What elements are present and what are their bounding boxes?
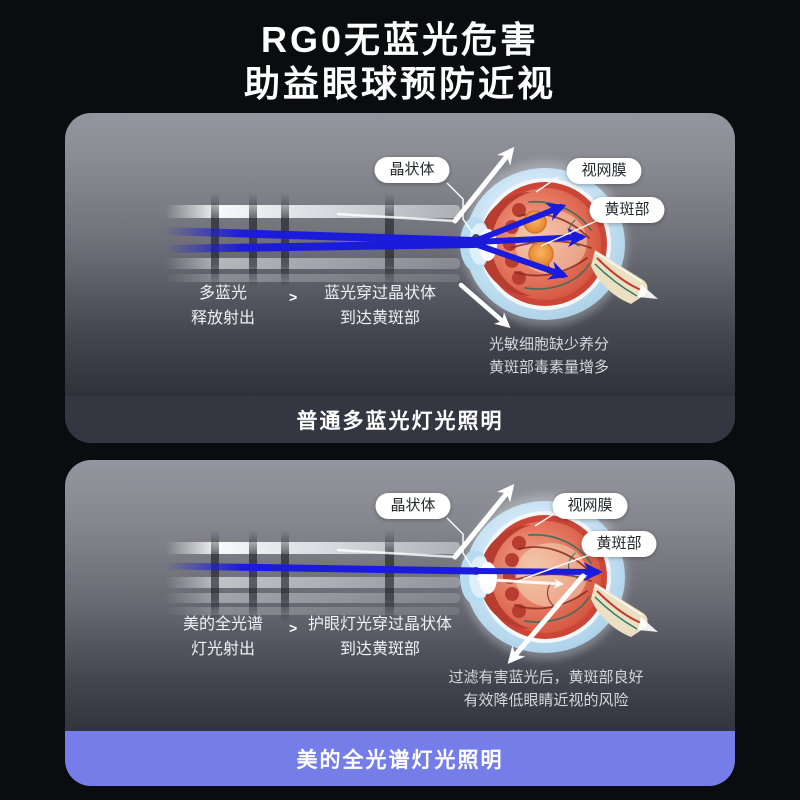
light-beams [165,542,460,615]
label-retina: 视网膜 [566,158,642,184]
step2-line1: 蓝光穿过晶状体 [323,285,437,302]
step1-line2: 释放射出 [190,310,256,327]
panel-footer-full-spectrum-label: 美的全光谱灯光照明 [296,748,504,772]
eye-illustration [460,494,658,660]
panel-footer-ordinary: 普通多蓝光灯光照明 [65,396,735,443]
step2-text: 护眼灯光穿过晶状体 到达黄斑部 [308,612,452,662]
step2-line1: 护眼灯光穿过晶状体 [307,616,453,633]
benefit-note: 过滤有害蓝光后，黄斑部良好 有效降低眼睛近视的风险 [448,666,643,712]
step1-line1: 美的全光谱 [182,616,264,633]
eye-diagram-full-spectrum [161,484,735,664]
benefit-note-line1: 过滤有害蓝光后，黄斑部良好 [448,669,644,686]
page-title: RG0无蓝光危害 助益眼球预防近视 [0,18,800,106]
eye-diagram-ordinary [161,147,735,329]
step-chevron-icon: > [289,620,298,636]
blue-light-rays [161,203,587,280]
label-macula: 黄斑部 [589,197,665,223]
step-chevron-icon: > [289,289,298,305]
benefit-pointer-arrow [507,573,586,664]
blue-light-rays [161,562,603,582]
reflected-light-line [336,212,456,223]
label-connector-lines [446,176,606,247]
step2-line2: 到达黄斑部 [339,310,421,327]
panel-ordinary-blue-light: 晶状体 视网膜 黄斑部 多蓝光 释放射出 > 蓝光穿过晶状体 到达黄斑部 光敏细… [65,113,735,443]
label-lens: 晶状体 [374,157,450,183]
reflected-light-arrow [452,484,515,560]
louver-bars [211,530,394,622]
label-retina: 视网膜 [552,493,628,519]
step2-text: 蓝光穿过晶状体 到达黄斑部 [324,281,436,331]
step1-line1: 多蓝光 [198,285,248,302]
damage-note-line1: 光敏细胞缺少养分 [488,336,610,353]
panel-footer-ordinary-label: 普通多蓝光灯光照明 [296,409,504,433]
damage-pointer-arrow [458,282,511,329]
reflected-light-arrow [452,147,515,224]
reflected-light-line [336,548,456,559]
page-title-line2: 助益眼球预防近视 [243,63,556,104]
damage-note-line2: 黄斑部毒素量增多 [488,359,610,376]
healthy-light-arrow [476,577,565,589]
step1-text: 多蓝光 释放射出 [191,281,255,331]
step1-line2: 灯光射出 [190,641,256,658]
panel-midea-full-spectrum: 晶状体 视网膜 黄斑部 美的全光谱 灯光射出 > 护眼灯光穿过晶状体 到达黄斑部… [65,460,735,786]
page-title-line1: RG0无蓝光危害 [260,19,540,60]
panel-footer-full-spectrum: 美的全光谱灯光照明 [65,731,735,786]
damage-note: 光敏细胞缺少养分 黄斑部毒素量增多 [489,333,609,379]
label-lens: 晶状体 [375,493,451,519]
step2-line2: 到达黄斑部 [339,641,421,658]
benefit-note-line2: 有效降低眼睛近视的风险 [463,692,629,709]
step1-text: 美的全光谱 灯光射出 [183,612,263,662]
label-macula: 黄斑部 [581,531,657,557]
